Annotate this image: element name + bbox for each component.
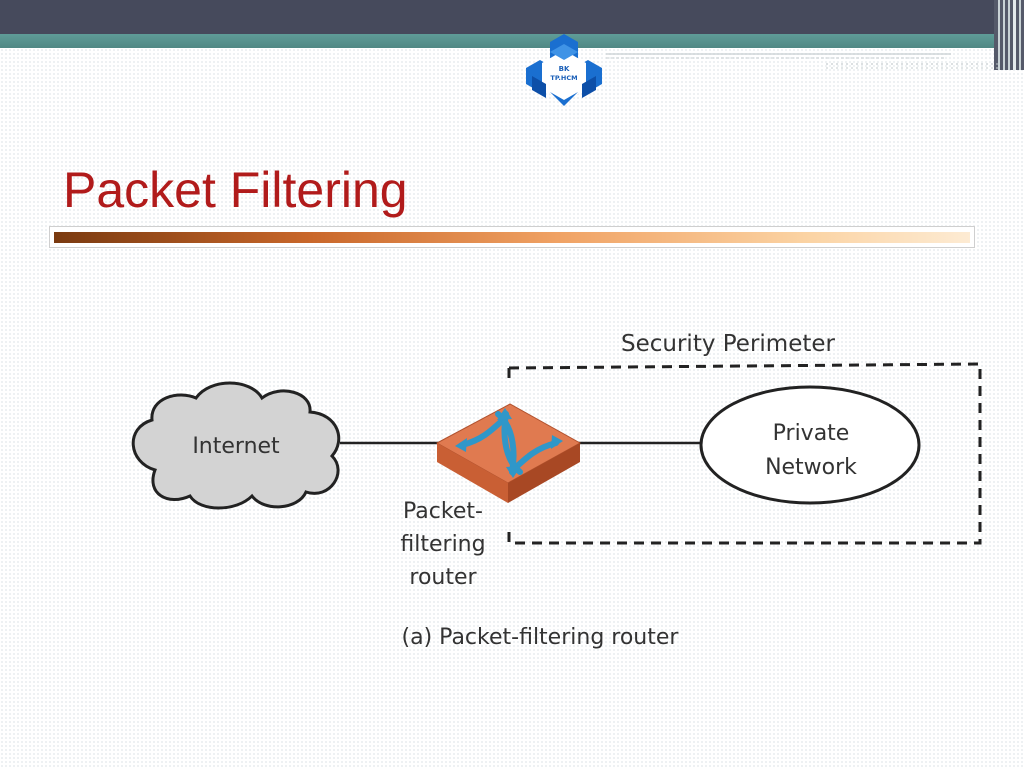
title-divider — [49, 226, 975, 248]
router-label-line1: Packet- — [403, 499, 483, 524]
university-logo: BK TP.HCM — [526, 34, 602, 106]
logo-text-tphcm: TP.HCM — [550, 74, 577, 82]
network-label-line2: Network — [765, 455, 857, 480]
title-divider-gradient — [54, 232, 970, 243]
private-network-node — [699, 385, 921, 505]
teal-accent-bar — [0, 34, 1024, 48]
router-label-line3: router — [409, 565, 477, 590]
router-label-line2: filtering — [400, 532, 485, 557]
top-header-bar — [0, 0, 1024, 34]
right-stripe-decoration — [994, 0, 1024, 70]
diagram-caption: (a) Packet-filtering router — [402, 625, 680, 650]
slide-title: Packet Filtering — [63, 162, 408, 218]
network-label-line1: Private — [773, 421, 850, 446]
internet-label: Internet — [192, 434, 280, 459]
perimeter-label: Security Perimeter — [621, 331, 836, 357]
logo-text-bk: BK — [559, 65, 570, 73]
internet-cloud — [131, 381, 341, 510]
security-perimeter-box — [507, 362, 982, 545]
router-icon — [435, 403, 582, 503]
header-thin-lines — [606, 53, 1001, 69]
